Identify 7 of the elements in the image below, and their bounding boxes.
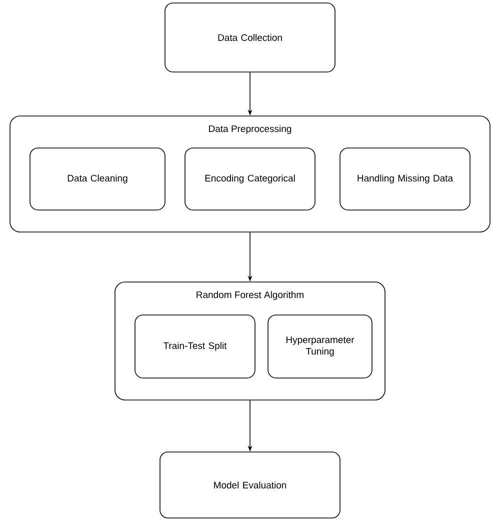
sub-step-box: Data Cleaning — [30, 148, 166, 210]
sub-step-box: Hyperparameter Tuning — [268, 314, 372, 378]
sub-step-box: Encoding Categorical — [184, 148, 316, 210]
sub-step-box: Handling Missing Data — [340, 148, 470, 210]
process-box: Data Collection — [164, 2, 336, 72]
process-box: Model Evaluation — [160, 452, 340, 518]
sub-step-box: Train-Test Split — [134, 314, 256, 378]
